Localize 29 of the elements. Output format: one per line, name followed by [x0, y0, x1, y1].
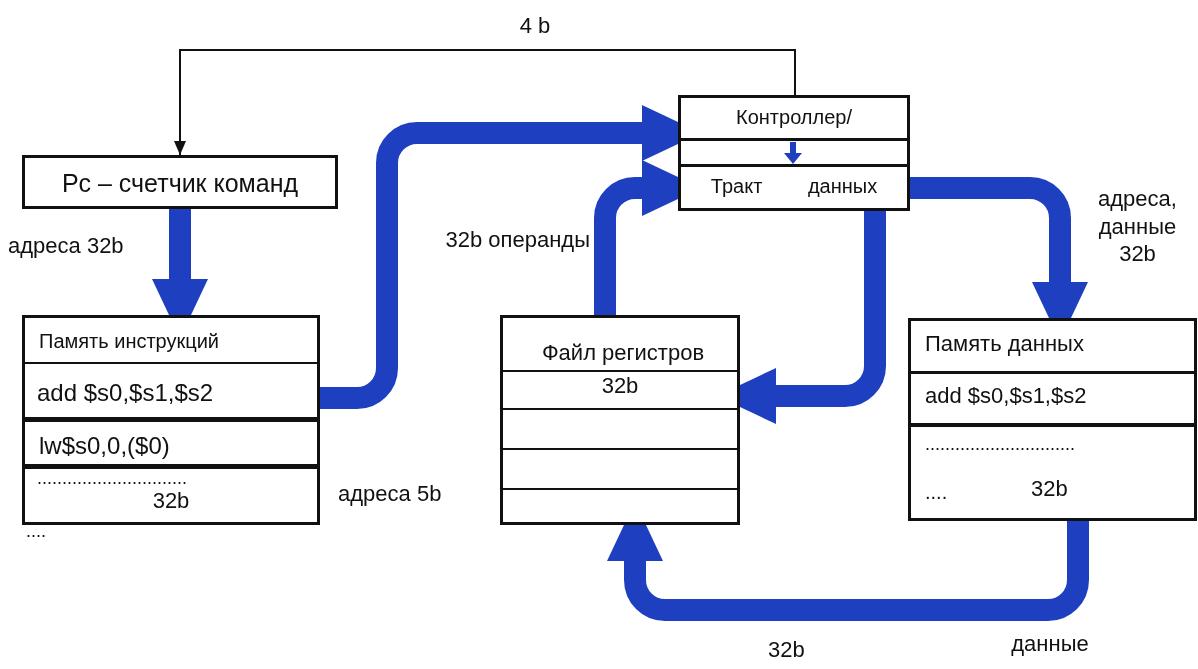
cell-text: 32b — [1031, 476, 1069, 502]
edge-label: адреса 32b — [8, 232, 125, 260]
cell-text: 32b — [151, 488, 191, 514]
box-title: Pc – счетчик команд — [60, 169, 300, 198]
memory-table — [22, 315, 320, 525]
box-title: Память данных — [925, 331, 1085, 357]
cell-text: add $s0,$s1,$s2 — [37, 379, 215, 407]
edge-label: адреса, данные 32b — [1097, 185, 1178, 268]
cell-text: add $s0,$s1,$s2 — [925, 383, 1088, 409]
box-title: Память инструкций — [39, 330, 221, 353]
memory-table — [908, 318, 1197, 521]
cell-text: Тракт данных — [709, 175, 879, 198]
cell-text: 32b — [600, 373, 640, 399]
controller-box — [678, 95, 910, 211]
edge-label: 32b операнды — [444, 226, 590, 254]
box-title: Файл регистров — [540, 340, 706, 366]
register-file-table — [500, 315, 740, 525]
cell-text: lw$s0,0,($0) — [39, 432, 171, 460]
counter-box — [22, 155, 338, 209]
arrow — [174, 49, 796, 156]
edge-label: данные — [1010, 630, 1090, 658]
edge-label: 4 b — [518, 12, 552, 40]
box-title: Контроллер/ — [735, 106, 853, 129]
bit-width-label: 32b — [768, 636, 805, 664]
cell-text: .... — [925, 481, 949, 504]
cell-text: .............................. — [925, 434, 1077, 455]
bit-width-label: адреса 5b — [338, 480, 442, 508]
cell-text: .............................. — [37, 468, 189, 489]
note-text: .... — [26, 520, 46, 543]
